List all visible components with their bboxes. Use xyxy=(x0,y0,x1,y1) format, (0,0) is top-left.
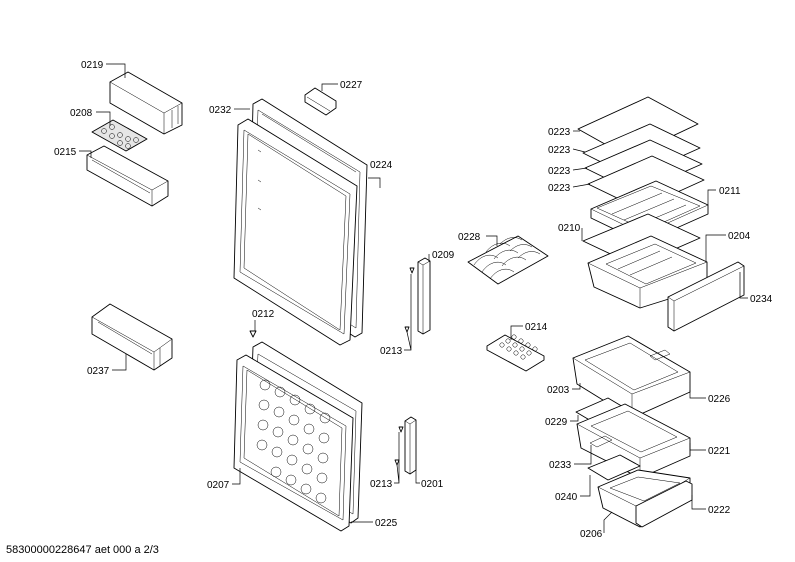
label-0208: 0208 xyxy=(70,108,93,119)
label-0213-lower: 0213 xyxy=(370,479,393,490)
label-0240: 0240 xyxy=(555,492,578,503)
label-0212: 0212 xyxy=(252,309,275,320)
label-0204: 0204 xyxy=(728,231,751,242)
label-0219: 0219 xyxy=(81,60,104,71)
part-0207-lower-door-gasket xyxy=(233,354,354,532)
part-0237-door-shelf xyxy=(91,303,173,371)
label-0203: 0203 xyxy=(547,385,570,396)
label-0232: 0232 xyxy=(209,105,232,116)
label-0227: 0227 xyxy=(340,80,363,91)
part-0214-ice-tray xyxy=(486,334,545,372)
label-0210: 0210 xyxy=(558,223,581,234)
leader-lines xyxy=(79,63,748,533)
part-0219-door-shelf xyxy=(109,71,183,135)
label-0223-4: 0223 xyxy=(548,183,571,194)
label-0237: 0237 xyxy=(87,366,110,377)
label-0233: 0233 xyxy=(549,460,572,471)
part-0226-freezer-drawer-upper xyxy=(572,335,691,419)
part-0209-hinge-upper xyxy=(417,257,431,335)
label-0211: 0211 xyxy=(719,186,741,197)
label-0234: 0234 xyxy=(750,294,773,305)
part-0215-door-shelf xyxy=(86,145,169,207)
part-0201-hinge-lower xyxy=(404,416,417,475)
part-0221-freezer-drawer-middle xyxy=(576,403,691,479)
part-0232-upper-door-gasket xyxy=(233,118,358,346)
part-0212-screw xyxy=(249,330,257,338)
label-0225: 0225 xyxy=(375,518,398,529)
label-0207: 0207 xyxy=(207,480,230,491)
label-0206: 0206 xyxy=(580,529,603,540)
label-0226: 0226 xyxy=(708,394,731,405)
label-0222: 0222 xyxy=(708,505,731,516)
document-reference-number: 58300000228647 aet 000 a 2/3 xyxy=(6,544,159,556)
part-0213-screws-lower xyxy=(394,426,404,466)
label-0209: 0209 xyxy=(432,250,455,261)
label-0228: 0228 xyxy=(458,232,481,243)
part-0227-label-plate xyxy=(304,87,337,116)
label-0223-2: 0223 xyxy=(548,145,571,156)
part-0213-screws-upper xyxy=(404,267,415,333)
label-0221: 0221 xyxy=(708,446,731,457)
label-0229: 0229 xyxy=(545,417,568,428)
label-0223-3: 0223 xyxy=(548,166,571,177)
label-0213-upper: 0213 xyxy=(380,346,403,357)
part-labels: 0219 0208 0215 0237 0232 0227 0224 0212 … xyxy=(54,60,773,540)
label-0223-1: 0223 xyxy=(548,127,571,138)
part-0240-drawer-cover xyxy=(587,454,641,481)
part-0228-bottle-rack xyxy=(467,235,549,285)
part-0208-egg-tray xyxy=(91,119,148,152)
label-0215: 0215 xyxy=(54,147,77,158)
part-0233-inner-drawer xyxy=(589,435,613,448)
label-0214: 0214 xyxy=(525,322,548,333)
label-0201: 0201 xyxy=(421,479,444,490)
label-0224: 0224 xyxy=(370,160,393,171)
part-0234-drawer-front xyxy=(667,261,745,332)
